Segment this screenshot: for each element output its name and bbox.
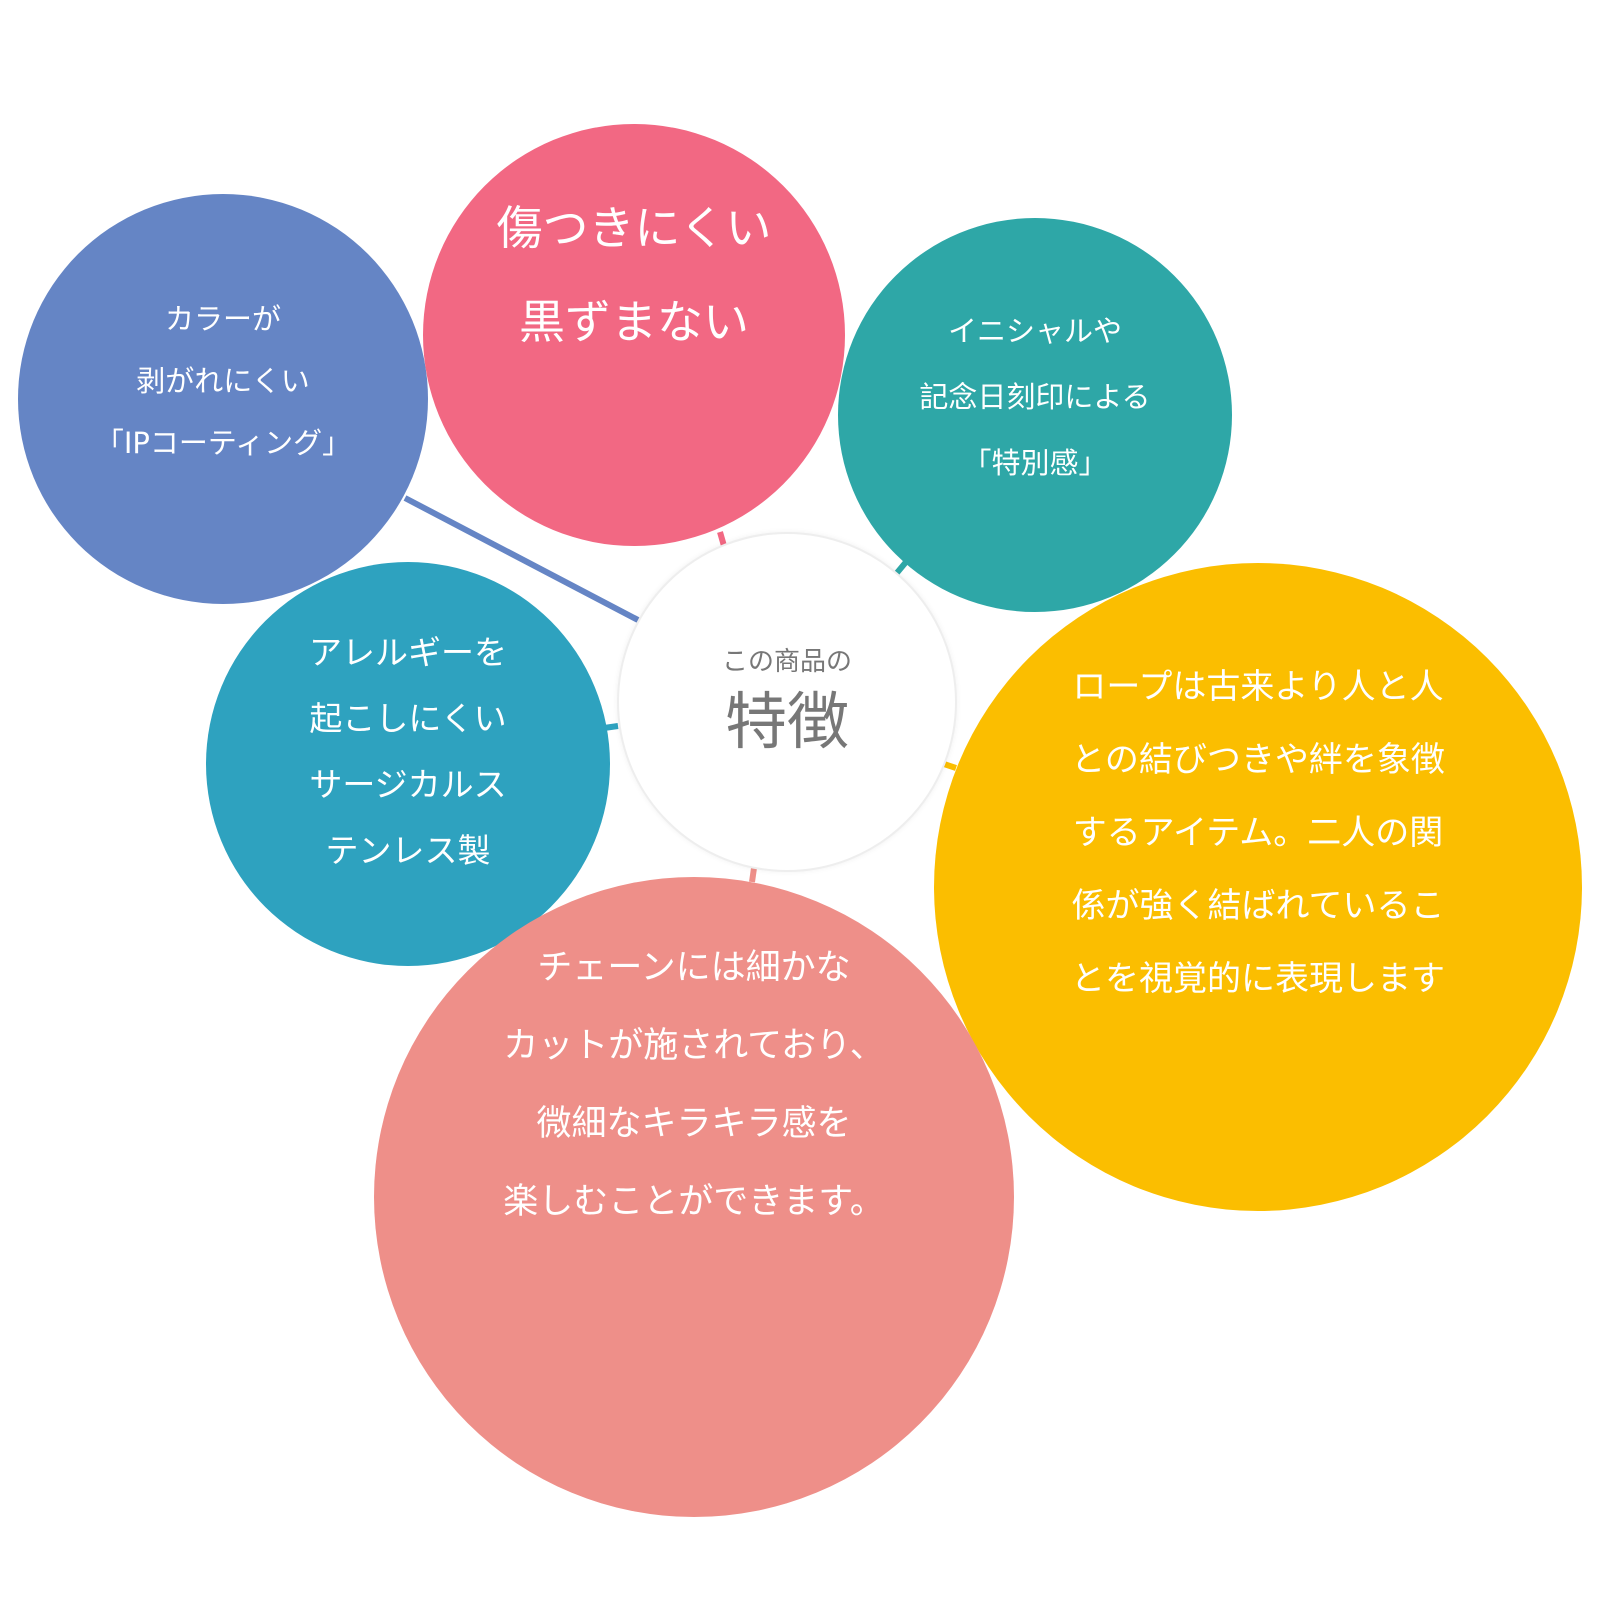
feature-line: 黒ずまない [519, 295, 749, 349]
feature-line: 起こしにくい [309, 699, 507, 738]
feature-line: 傷つきにくい [496, 201, 772, 255]
center-bubble: この商品の 特徴 [617, 532, 957, 872]
feature-line: イニシャルや [947, 314, 1122, 348]
feature-line: サージカルス [309, 765, 507, 804]
feature-line: 記念日刻印による [919, 380, 1151, 414]
connector-rope [943, 761, 957, 771]
connector-chain [749, 867, 757, 883]
feature-bubble-engrave: イニシャルや 記念日刻印による 「特別感」 [838, 218, 1232, 612]
feature-text-rope: ロープは古来より人と人 との結びつきや絆を象徴 するアイテム。二人の関 係が強く… [1071, 651, 1445, 1016]
feature-bubble-scratch: 傷つきにくい 黒ずまない [423, 124, 845, 546]
feature-line: 「IPコーティング」 [94, 426, 352, 460]
feature-text-engrave: イニシャルや 記念日刻印による 「特別感」 [919, 298, 1150, 496]
feature-line: 剥がれにくい [136, 364, 310, 398]
feature-line: 楽しむことができます。 [503, 1182, 885, 1222]
feature-bubble-coating: カラーが 剥がれにくい 「IPコーティング」 [18, 194, 428, 604]
feature-line: ロープは古来より人と人 [1072, 666, 1444, 707]
feature-text-coating: カラーが 剥がれにくい 「IPコーティング」 [95, 288, 351, 474]
feature-line: カットが施されており、 [503, 1026, 885, 1066]
feature-line: とを視覚的に表現します [1071, 958, 1445, 999]
center-title: 特徴 [724, 685, 849, 758]
feature-text-chain: チェーンには細かな カットが施されており、 微細なキラキラ感を 楽しむことができ… [503, 929, 885, 1241]
feature-line: との結びつきや絆を象徴 [1071, 739, 1445, 780]
feature-bubble-allergy: アレルギーを 起こしにくい サージカルス テンレス製 [206, 562, 610, 966]
feature-line: チェーンには細かな [537, 948, 851, 988]
feature-line: 微細なキラキラ感を [536, 1104, 852, 1144]
feature-line: 係が強く結ばれているこ [1071, 885, 1445, 926]
feature-text-scratch: 傷つきにくい 黒ずまない [496, 181, 771, 369]
connector-coating [403, 495, 640, 623]
feature-line: カラーが [164, 302, 281, 336]
feature-line: アレルギーを [309, 633, 507, 672]
feature-line: 「特別感」 [962, 446, 1108, 480]
feature-bubble-chain: チェーンには細かな カットが施されており、 微細なキラキラ感を 楽しむことができ… [374, 877, 1014, 1517]
feature-text-allergy: アレルギーを 起こしにくい サージカルス テンレス製 [309, 620, 507, 884]
feature-bubble-rope: ロープは古来より人と人 との結びつきや絆を象徴 するアイテム。二人の関 係が強く… [934, 563, 1582, 1211]
center-kicker: この商品の [721, 647, 852, 677]
feature-line: するアイテム。二人の関 [1072, 812, 1444, 853]
feature-line: テンレス製 [325, 831, 491, 870]
center-text: この商品の 特徴 [722, 642, 852, 762]
